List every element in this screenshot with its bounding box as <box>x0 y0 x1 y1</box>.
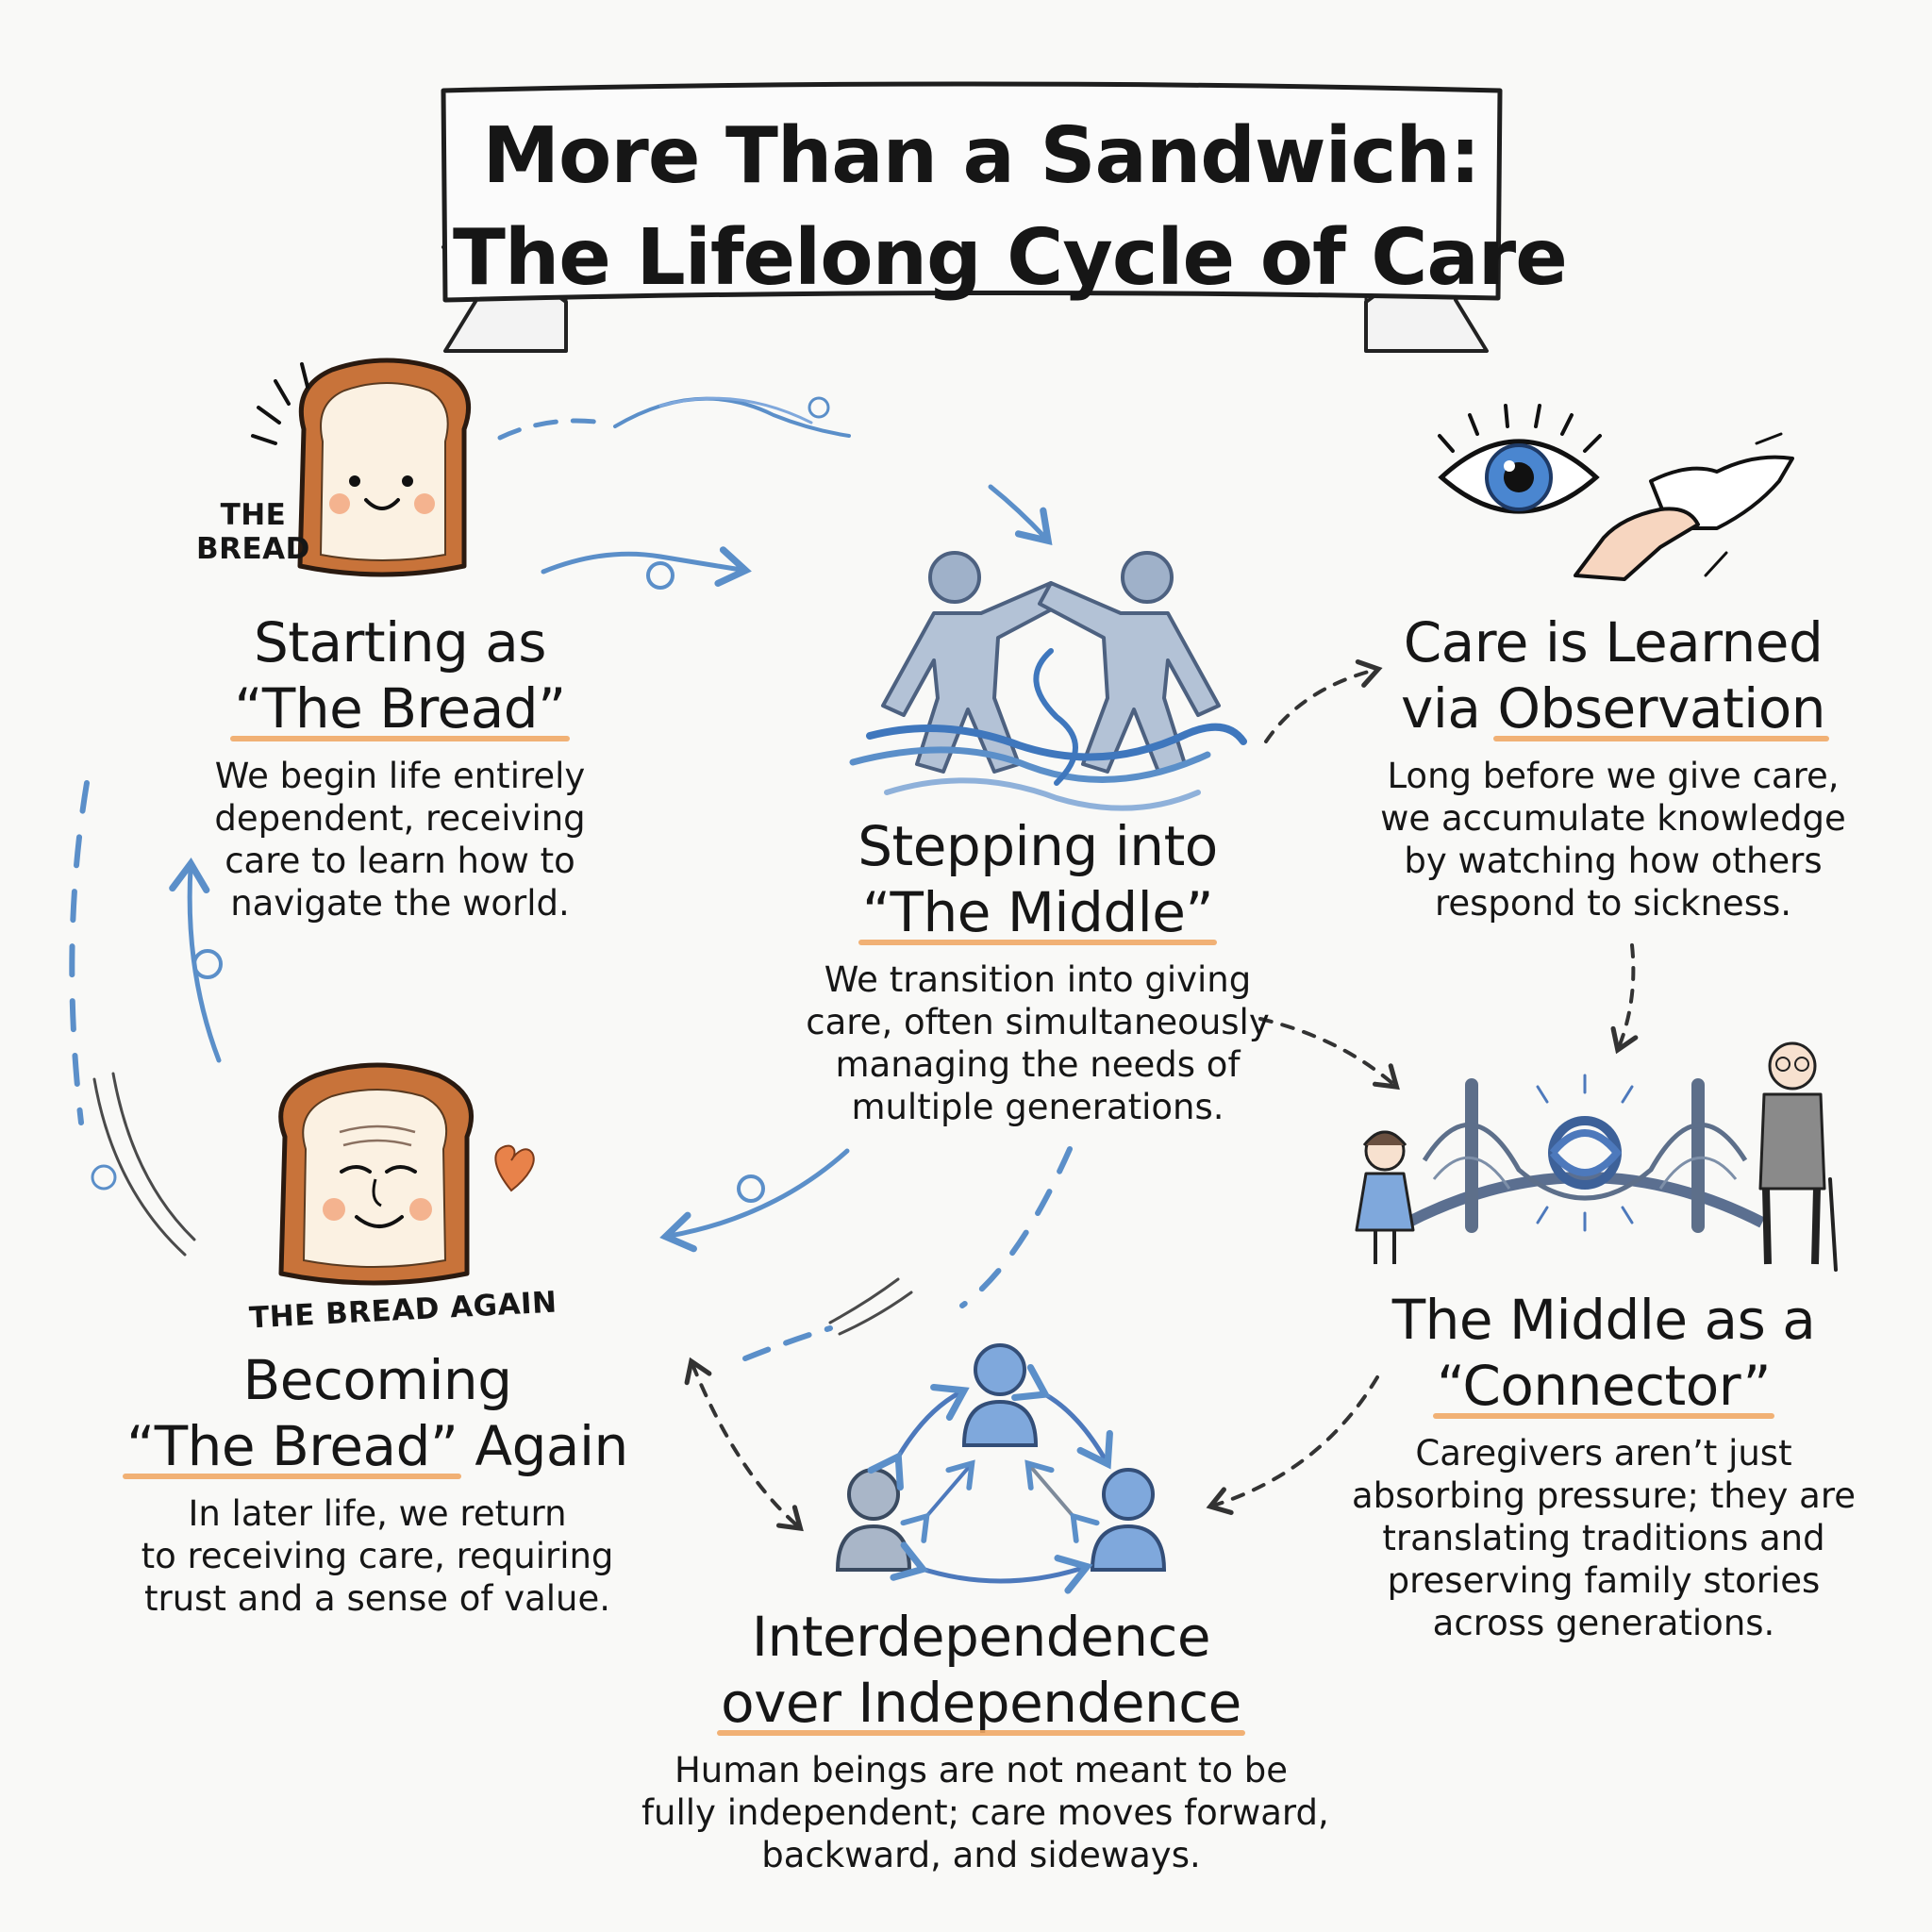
body-line: Human beings are not meant to be <box>674 1750 1288 1790</box>
heading-line-2: over Independence <box>717 1671 1245 1736</box>
body-line: trust and a sense of value. <box>143 1578 611 1619</box>
page-title: More Than a Sandwich: The Lifelong Cycle… <box>453 106 1568 309</box>
body-line: preserving family stories <box>1387 1560 1821 1601</box>
heading-line-2-highlight: “The Bread” <box>123 1414 462 1479</box>
section-connector: The Middle as a “Connector” Caregivers a… <box>1321 1287 1887 1644</box>
body-line: across generations. <box>1432 1603 1775 1643</box>
section-interdependence: Interdependence over Independence Human … <box>641 1604 1329 1876</box>
bread-tag-line-2: BREAD <box>196 532 310 566</box>
eye-and-hands-icon <box>1438 404 1794 581</box>
section-body: Human beings are not meant to be fully i… <box>641 1749 1329 1876</box>
body-line: by watching how others <box>1404 841 1823 881</box>
body-line: Caregivers aren’t just <box>1415 1433 1792 1474</box>
body-line: we accumulate knowledge <box>1380 798 1846 839</box>
body-line: translating traditions and <box>1382 1518 1825 1558</box>
section-heading: Interdependence over Independence <box>641 1604 1321 1736</box>
body-line: navigate the world. <box>230 883 570 924</box>
section-observation: Care is Learned via Observation Long bef… <box>1349 609 1877 924</box>
title-line-1: More Than a Sandwich: <box>482 111 1480 201</box>
body-line: Long before we give care, <box>1387 756 1840 796</box>
heading-line-1: Care is Learned <box>1403 610 1824 675</box>
people-network-icon <box>835 1343 1167 1594</box>
section-heading: Becoming “The Bread” Again <box>113 1347 641 1479</box>
body-line: managing the needs of <box>835 1044 1241 1085</box>
section-body: Long before we give care, we accumulate … <box>1349 755 1877 924</box>
body-line: fully independent; care moves forward, <box>641 1792 1329 1833</box>
body-line: dependent, receiving <box>214 798 586 839</box>
smiling-toast-icon <box>251 358 472 577</box>
body-line: absorbing pressure; they are <box>1351 1475 1856 1516</box>
body-line: multiple generations. <box>851 1087 1224 1127</box>
section-bread-again: Becoming “The Bread” Again In later life… <box>113 1347 641 1620</box>
section-heading: Starting as “The Bread” <box>202 609 598 741</box>
body-line: respond to sickness. <box>1434 883 1792 924</box>
heading-line-2-highlight: Observation <box>1493 676 1829 741</box>
section-heading: The Middle as a “Connector” <box>1321 1287 1887 1419</box>
heading-line-1: The Middle as a <box>1391 1288 1816 1352</box>
title-banner <box>441 81 1503 353</box>
body-line: care, often simultaneously <box>806 1002 1270 1042</box>
heading-line-1: Becoming <box>242 1348 512 1412</box>
elderly-toast-icon <box>278 1062 535 1286</box>
heading-line-2: “The Bread” <box>230 676 570 741</box>
body-line: backward, and sideways. <box>761 1835 1201 1875</box>
section-body: In later life, we return to receiving ca… <box>113 1492 641 1620</box>
section-the-bread: Starting as “The Bread” We begin life en… <box>202 609 598 924</box>
heading-line-2: “Connector” <box>1432 1354 1775 1419</box>
two-figures-holding-hands-icon <box>849 551 1247 811</box>
section-body: Caregivers aren’t just absorbing pressur… <box>1321 1432 1887 1644</box>
heading-line-1: Interdependence <box>751 1605 1211 1669</box>
body-line: care to learn how to <box>225 841 575 881</box>
section-heading: Stepping into “The Middle” <box>783 813 1292 945</box>
body-line: We begin life entirely <box>214 756 586 796</box>
dashed-connector-arrows <box>684 659 1639 1532</box>
heading-line-2-prefix: via <box>1400 676 1498 741</box>
section-body: We transition into giving care, often si… <box>783 958 1292 1128</box>
section-heading: Care is Learned via Observation <box>1349 609 1877 741</box>
body-line: In later life, we return <box>188 1493 567 1534</box>
heading-line-1: Starting as <box>253 610 547 675</box>
section-the-middle: Stepping into “The Middle” We transition… <box>783 813 1292 1128</box>
heading-line-1: Stepping into <box>858 814 1218 878</box>
flow-arrows <box>69 396 1073 1361</box>
bridge-with-knot-icon <box>1355 1041 1838 1272</box>
bread-tag-line-1: THE <box>220 498 287 532</box>
bread-tag: THE BREAD <box>196 498 310 566</box>
title-line-2: The Lifelong Cycle of Care <box>453 213 1568 303</box>
heading-line-2: “The Middle” <box>858 880 1217 945</box>
heading-line-2-suffix: Again <box>458 1414 628 1478</box>
body-line: to receiving care, requiring <box>141 1536 614 1576</box>
body-line: We transition into giving <box>824 959 1252 1000</box>
section-body: We begin life entirely dependent, receiv… <box>202 755 598 924</box>
